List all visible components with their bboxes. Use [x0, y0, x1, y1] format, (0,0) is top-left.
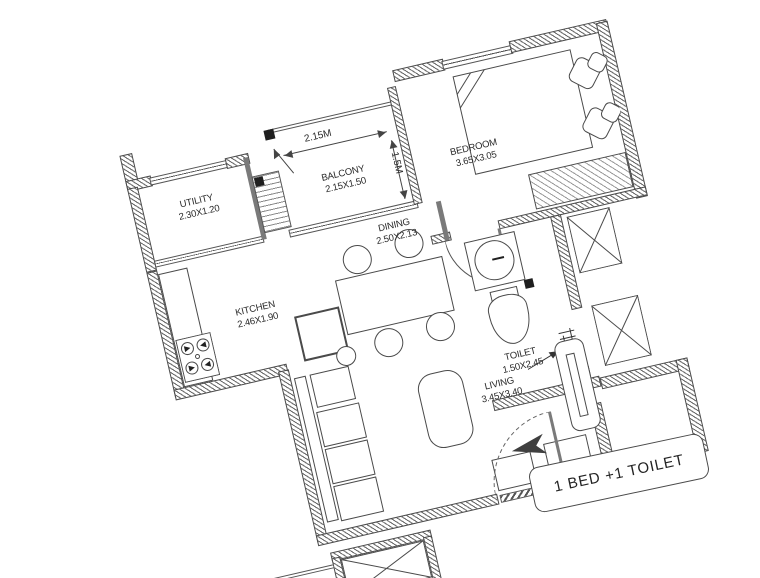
dimension-width-label: 2.15M [303, 127, 333, 145]
floor-plan: 2.15M 1.5M [106, 0, 754, 578]
kitchen-label: KITCHEN 2.46X1.90 [211, 294, 302, 337]
dimension-line-width [283, 131, 387, 156]
balcony-label: BALCONY 2.15X1.50 [295, 157, 394, 202]
sofa-cushion-3 [333, 476, 385, 522]
bed-icon [452, 49, 622, 175]
chair-icon-3 [371, 325, 407, 360]
column-marker [263, 128, 276, 141]
wc-icon [485, 290, 536, 349]
utility-left-wall [127, 186, 158, 273]
duct-shaft-lower [591, 294, 652, 367]
entrance-door-arc [493, 411, 551, 498]
utility-kitchen-partition [153, 235, 265, 268]
utility-window [149, 159, 229, 186]
corridor-top-rail [159, 564, 334, 578]
sofa-seat-1 [309, 365, 357, 408]
column-leader-arrow [273, 148, 295, 174]
utility-label: UTILITY 2.30X1.20 [153, 186, 242, 228]
bedroom-top-wall-left [392, 58, 446, 83]
duct-shaft-upper [566, 206, 623, 274]
stove-icon [175, 331, 221, 383]
entrance-arrow-icon [511, 433, 548, 454]
